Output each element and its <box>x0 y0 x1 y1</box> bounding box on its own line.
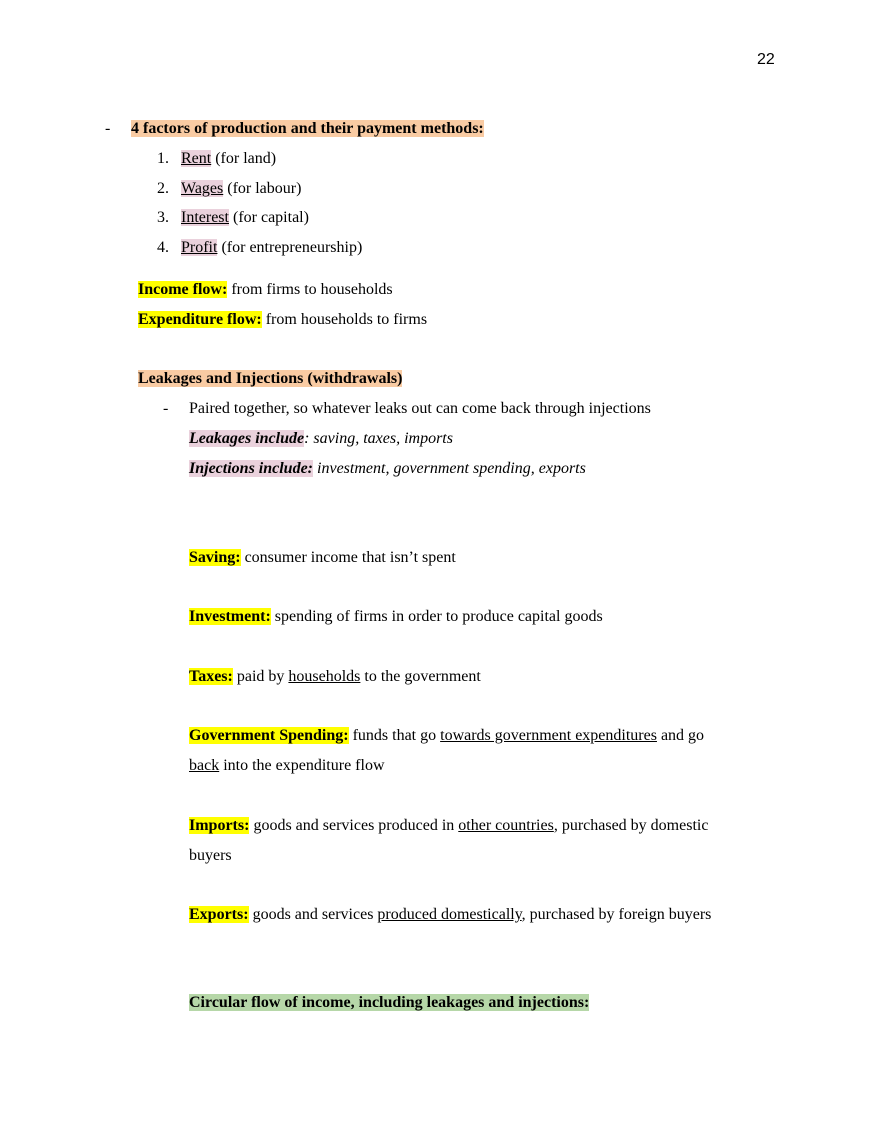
leakages-include-line: Leakages include: saving, taxes, imports <box>189 429 453 449</box>
factor-item-4: 4. Profit (for entrepreneurship) <box>157 238 362 258</box>
imports-text: goods and services produced in <box>249 817 459 834</box>
factor-term-interest: Interest <box>181 209 229 226</box>
item-number: 4. <box>157 239 169 256</box>
saving-label: Saving: <box>189 549 241 566</box>
item-number: 2. <box>157 180 169 197</box>
item-number: 1. <box>157 150 169 167</box>
taxes-definition: Taxes: paid by households to the governm… <box>189 667 481 687</box>
item-number: 3. <box>157 209 169 226</box>
gov-spending-underlined-2: back <box>189 757 220 774</box>
exports-underlined: produced domestically <box>377 906 522 923</box>
exports-definition: Exports: goods and services produced dom… <box>189 905 711 925</box>
taxes-text-end: to the government <box>360 668 481 685</box>
expenditure-flow-line: Expenditure flow: from households to fir… <box>138 310 427 330</box>
expenditure-flow-label: Expenditure flow: <box>138 311 262 328</box>
income-flow-line: Income flow: from firms to households <box>138 280 393 300</box>
leakages-include-label: Leakages include <box>189 430 305 447</box>
taxes-label: Taxes: <box>189 668 233 685</box>
factor-desc: (for entrepreneurship) <box>217 239 363 256</box>
leakages-heading: Leakages and Injections (withdrawals) <box>138 369 403 389</box>
injections-include-line: Injections include: investment, governme… <box>189 459 586 479</box>
factors-heading-text: 4 factors of production and their paymen… <box>131 120 484 137</box>
taxes-underlined: households <box>288 668 361 685</box>
gov-spending-text-2: into the expenditure flow <box>219 757 385 774</box>
saving-text: consumer income that isn’t spent <box>240 549 456 566</box>
factor-term-rent: Rent <box>181 150 212 167</box>
page-number: 22 <box>757 51 775 68</box>
factor-item-2: 2. Wages (for labour) <box>157 179 301 199</box>
investment-label: Investment: <box>189 608 271 625</box>
factor-item-1: 1. Rent (for land) <box>157 149 276 169</box>
income-flow-text: from firms to households <box>227 281 393 298</box>
gov-spending-underlined: towards government expenditures <box>440 727 657 744</box>
factor-term-wages: Wages <box>181 180 224 197</box>
imports-text-end: , purchased by domestic <box>553 817 709 834</box>
leakages-include-text: : saving, taxes, imports <box>304 430 453 447</box>
factor-desc: (for land) <box>211 150 277 167</box>
leakages-bullet-text: Paired together, so whatever leaks out c… <box>189 400 651 417</box>
imports-underlined: other countries <box>458 817 554 834</box>
taxes-text: paid by <box>232 668 289 685</box>
exports-text: goods and services <box>248 906 378 923</box>
factor-desc: (for labour) <box>223 180 302 197</box>
factor-desc: (for capital) <box>228 209 309 226</box>
injections-include-label: Injections include: <box>189 460 314 477</box>
factor-item-3: 3. Interest (for capital) <box>157 208 309 228</box>
investment-definition: Investment: spending of firms in order t… <box>189 607 603 627</box>
exports-text-end: , purchased by foreign buyers <box>521 906 712 923</box>
injections-include-text: investment, government spending, exports <box>313 460 586 477</box>
imports-label: Imports: <box>189 817 250 834</box>
investment-text: spending of firms in order to produce ca… <box>270 608 603 625</box>
circular-flow-heading-text: Circular flow of income, including leaka… <box>189 994 590 1011</box>
gov-spending-label: Government Spending: <box>189 727 349 744</box>
imports-definition: Imports: goods and services produced in … <box>189 816 708 836</box>
factor-term-profit: Profit <box>181 239 218 256</box>
leakages-bullet: - <box>163 400 169 417</box>
circular-flow-heading: Circular flow of income, including leaka… <box>189 993 590 1013</box>
gov-spending-text: funds that go <box>348 727 441 744</box>
imports-definition-line2: buyers <box>189 847 232 864</box>
expenditure-flow-text: from households to firms <box>261 311 428 328</box>
gov-spending-definition: Government Spending: funds that go towar… <box>189 726 704 746</box>
gov-spending-text-end: and go <box>656 727 705 744</box>
leakages-heading-text: Leakages and Injections (withdrawals) <box>138 370 403 387</box>
saving-definition: Saving: consumer income that isn’t spent <box>189 548 456 568</box>
gov-spending-definition-line2: back into the expenditure flow <box>189 756 385 776</box>
income-flow-label: Income flow: <box>138 281 228 298</box>
factors-heading: 4 factors of production and their paymen… <box>131 119 484 139</box>
factors-bullet: - <box>105 120 111 137</box>
exports-label: Exports: <box>189 906 249 923</box>
